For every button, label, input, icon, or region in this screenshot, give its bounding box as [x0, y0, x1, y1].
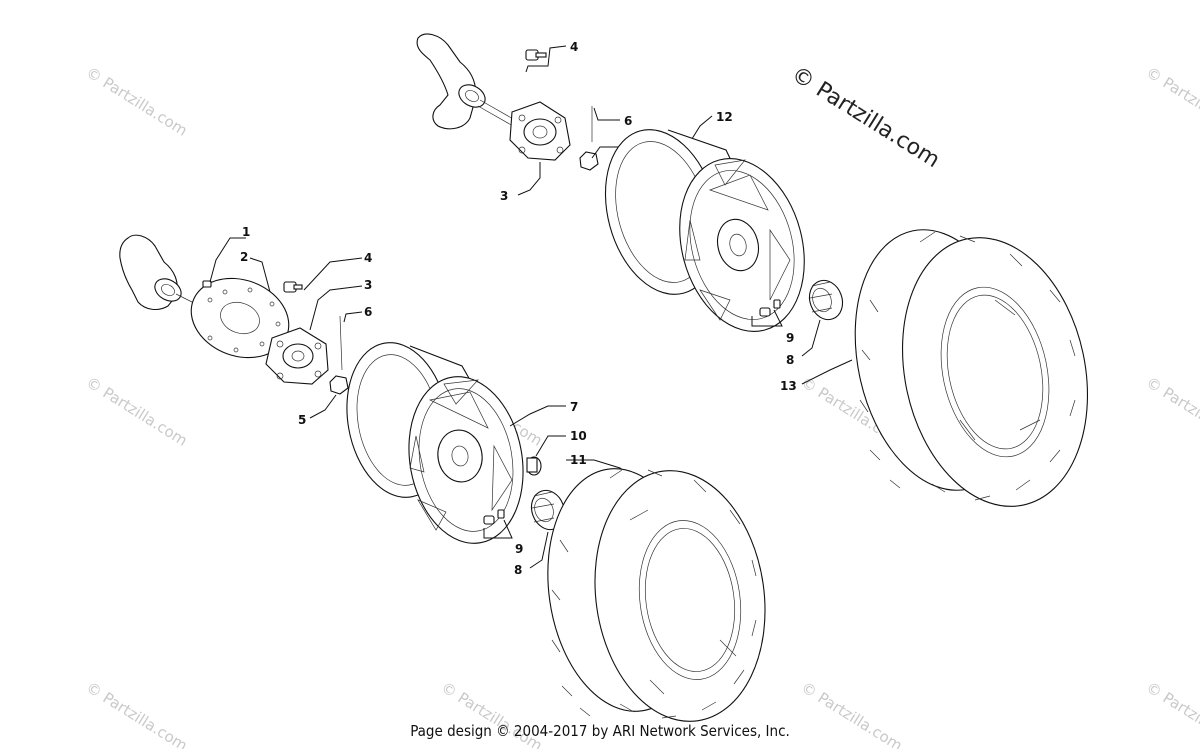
- brake-disc: [190, 277, 290, 359]
- bottom-tire: [547, 468, 766, 722]
- upper-nut: [579, 151, 599, 171]
- right-hub-cap: [808, 279, 844, 321]
- callout-right-9: 9: [786, 331, 794, 345]
- callout-upper-3: 3: [500, 189, 508, 203]
- watermark-faint: © Partzilla.com: [1143, 63, 1200, 140]
- watermark-main: © Partzilla.com: [787, 62, 944, 173]
- callout-left-1: 1: [242, 225, 250, 239]
- callout-upper-6: 6: [624, 114, 632, 128]
- callout-right-13: 13: [780, 379, 797, 393]
- upper-knuckle: [416, 33, 516, 130]
- left-bolt: [283, 281, 303, 293]
- callout-mid-7: 7: [570, 400, 578, 414]
- left-small-screw: [202, 280, 212, 288]
- left-hub: [265, 327, 329, 385]
- upper-bolt: [525, 49, 547, 61]
- callout-left-6: 6: [364, 305, 372, 319]
- left-nut: [329, 375, 349, 395]
- right-tire: [854, 229, 1089, 507]
- left-callouts: [209, 237, 363, 419]
- watermark-faint: © Partzilla.com: [83, 373, 191, 450]
- middle-valve-stem: [483, 509, 505, 525]
- callout-right-8: 8: [786, 353, 794, 367]
- right-wheel-callouts: [751, 309, 853, 385]
- callout-left-4: 4: [364, 251, 372, 265]
- callout-upper-12: 12: [716, 110, 733, 124]
- callout-mid-10: 10: [570, 429, 587, 443]
- callout-left-2: 2: [240, 250, 248, 264]
- callout-mid-11: 11: [570, 453, 587, 467]
- middle-wheel: [346, 342, 524, 544]
- callout-upper-4: 4: [570, 40, 578, 54]
- callout-left-5: 5: [298, 413, 306, 427]
- left-cotter-pin: [339, 315, 343, 371]
- callout-mid-8: 8: [514, 563, 522, 577]
- upper-right-wheel: [604, 129, 805, 332]
- page-footer: Page design © 2004-2017 by ARI Network S…: [410, 722, 790, 740]
- watermark-faint: © Partzilla.com: [83, 63, 191, 140]
- watermark-faint: © Partzilla.com: [1143, 373, 1200, 450]
- callout-left-3: 3: [364, 278, 372, 292]
- middle-lug-nut: [526, 456, 542, 476]
- upper-hub: [509, 101, 571, 161]
- callout-mid-9: 9: [515, 542, 523, 556]
- upper-callouts: [517, 45, 713, 196]
- right-valve-stem: [759, 299, 781, 317]
